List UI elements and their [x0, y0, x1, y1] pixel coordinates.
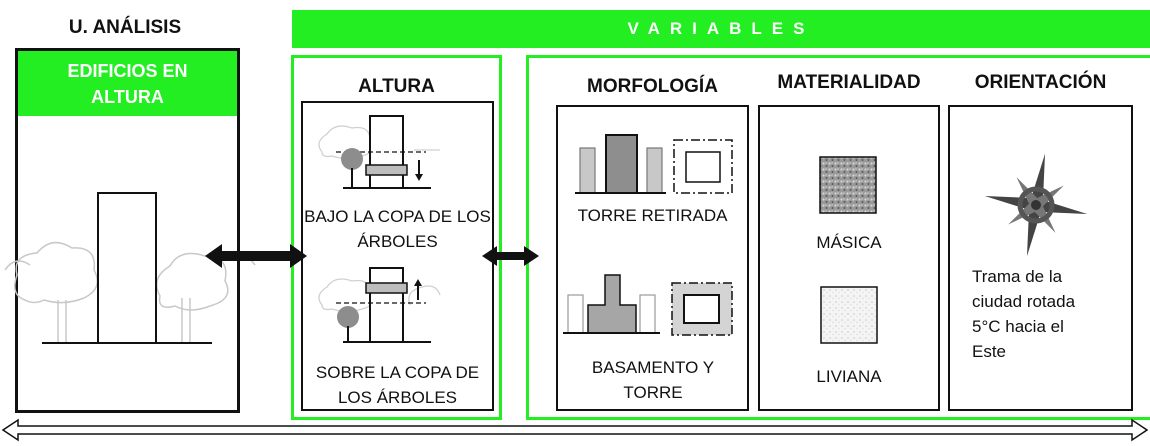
materialidad-panel — [758, 105, 940, 411]
below-canopy-label: BAJO LA COPA DE LOS ÁRBOLES — [304, 207, 491, 251]
building-below-canopy-icon — [318, 115, 440, 189]
above-canopy-label: SOBRE LA COPA DE LOS ÁRBOLES — [315, 363, 480, 407]
altura-frame — [291, 55, 502, 420]
setback-tower-icon — [575, 134, 733, 194]
podium-tower-label: BASAMENTO Y TORRE — [591, 358, 715, 402]
double-arrow-icon — [482, 246, 539, 266]
unit-analysis-title: U. ANÁLISIS — [68, 17, 182, 38]
light-material-swatch — [820, 286, 878, 344]
unit-banner: EDIFICIOS EN ALTURA — [18, 51, 237, 116]
morfologia-title: MORFOLOGÍA — [587, 76, 718, 97]
setback-tower-label: TORRE RETIRADA — [577, 206, 728, 225]
building-above-canopy-icon — [318, 267, 441, 343]
podium-tower-icon — [563, 274, 733, 336]
orientacion-title: ORIENTACIÓN — [974, 72, 1107, 93]
orientacion-panel — [948, 105, 1133, 411]
tower-icon — [97, 192, 157, 344]
light-label: LIVIANA — [816, 367, 882, 386]
materialidad-title: MATERIALIDAD — [777, 72, 921, 93]
unit-panel: EDIFICIOS EN ALTURA — [15, 48, 240, 413]
altura-title: ALTURA — [358, 76, 435, 97]
variables-frame — [526, 55, 1150, 420]
orientation-description: Trama de la ciudad rotada 5°C hacia el E… — [972, 267, 1076, 361]
unit-banner-label: EDIFICIOS EN ALTURA — [67, 60, 188, 107]
bottom-span-arrow-icon — [1, 418, 1149, 442]
compass-rose-icon — [984, 153, 1088, 257]
variables-banner: VARIABLES — [292, 10, 1150, 48]
double-arrow-icon — [205, 244, 307, 268]
massive-label: MÁSICA — [816, 233, 882, 252]
massive-material-swatch — [819, 156, 877, 214]
